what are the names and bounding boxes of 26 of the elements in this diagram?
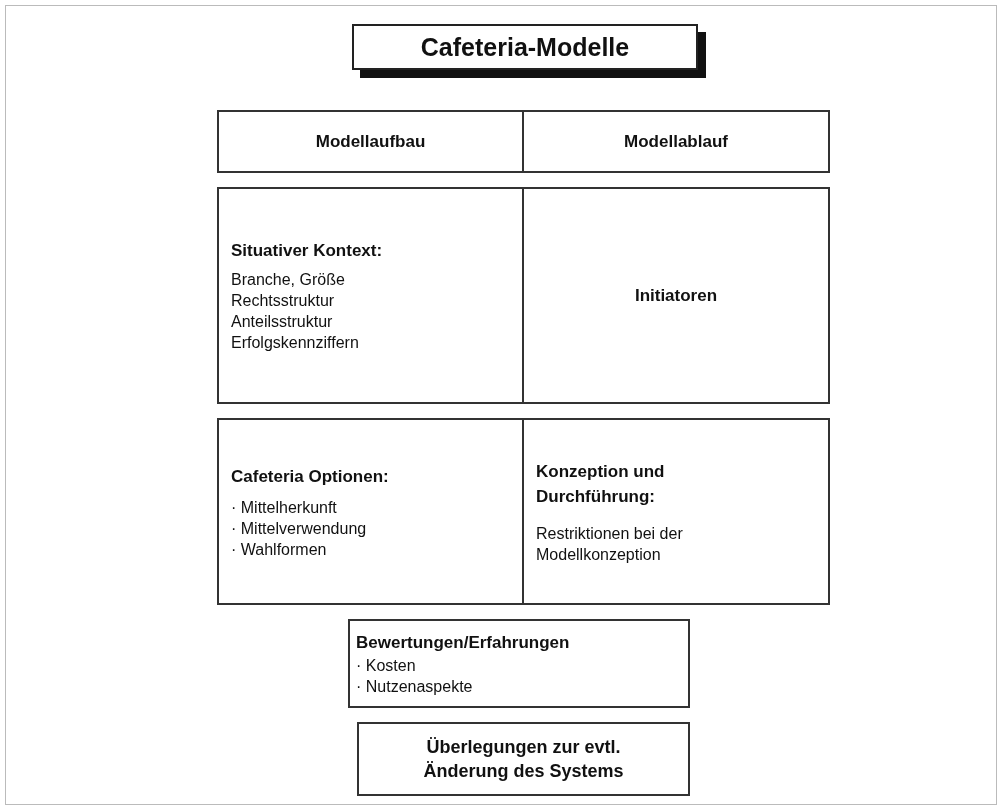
text-box xyxy=(217,418,524,605)
body-text: · Mittelverwendung xyxy=(231,518,367,539)
heading-text: Situativer Kontext: xyxy=(231,240,383,262)
heading-text: Konzeption und Durchführung: xyxy=(536,460,666,508)
heading-text: Cafeteria Optionen: xyxy=(231,465,389,488)
text-box xyxy=(357,722,690,796)
body-text: Anteilsstruktur xyxy=(231,312,333,332)
body-text: · Wahlformen xyxy=(231,539,327,560)
body-text: Erfolgskennziffern xyxy=(231,333,359,353)
heading-text: Modellablauf xyxy=(624,131,728,153)
body-text: Branche, Größe xyxy=(231,270,345,290)
body-text: · Mittelherkunft xyxy=(231,497,337,518)
text-box xyxy=(217,110,524,173)
body-text: · Nutzenaspekte xyxy=(356,677,473,697)
text-box xyxy=(522,418,830,605)
body-text: Rechtsstruktur xyxy=(231,291,335,311)
text-box xyxy=(522,187,830,404)
heading-text: Überlegungen zur evtl. Änderung des Systems xyxy=(422,736,625,783)
heading-text: Bewertungen/Erfahrungen xyxy=(356,632,570,654)
text-box xyxy=(522,110,830,173)
heading-text: Initiatoren xyxy=(634,285,718,307)
text-box xyxy=(217,187,524,404)
text-box xyxy=(348,619,690,708)
heading-text: Modellaufbau xyxy=(315,131,426,153)
body-text: · Kosten xyxy=(356,656,416,676)
body-text: Restriktionen bei der Modellkonzeption xyxy=(536,523,684,565)
